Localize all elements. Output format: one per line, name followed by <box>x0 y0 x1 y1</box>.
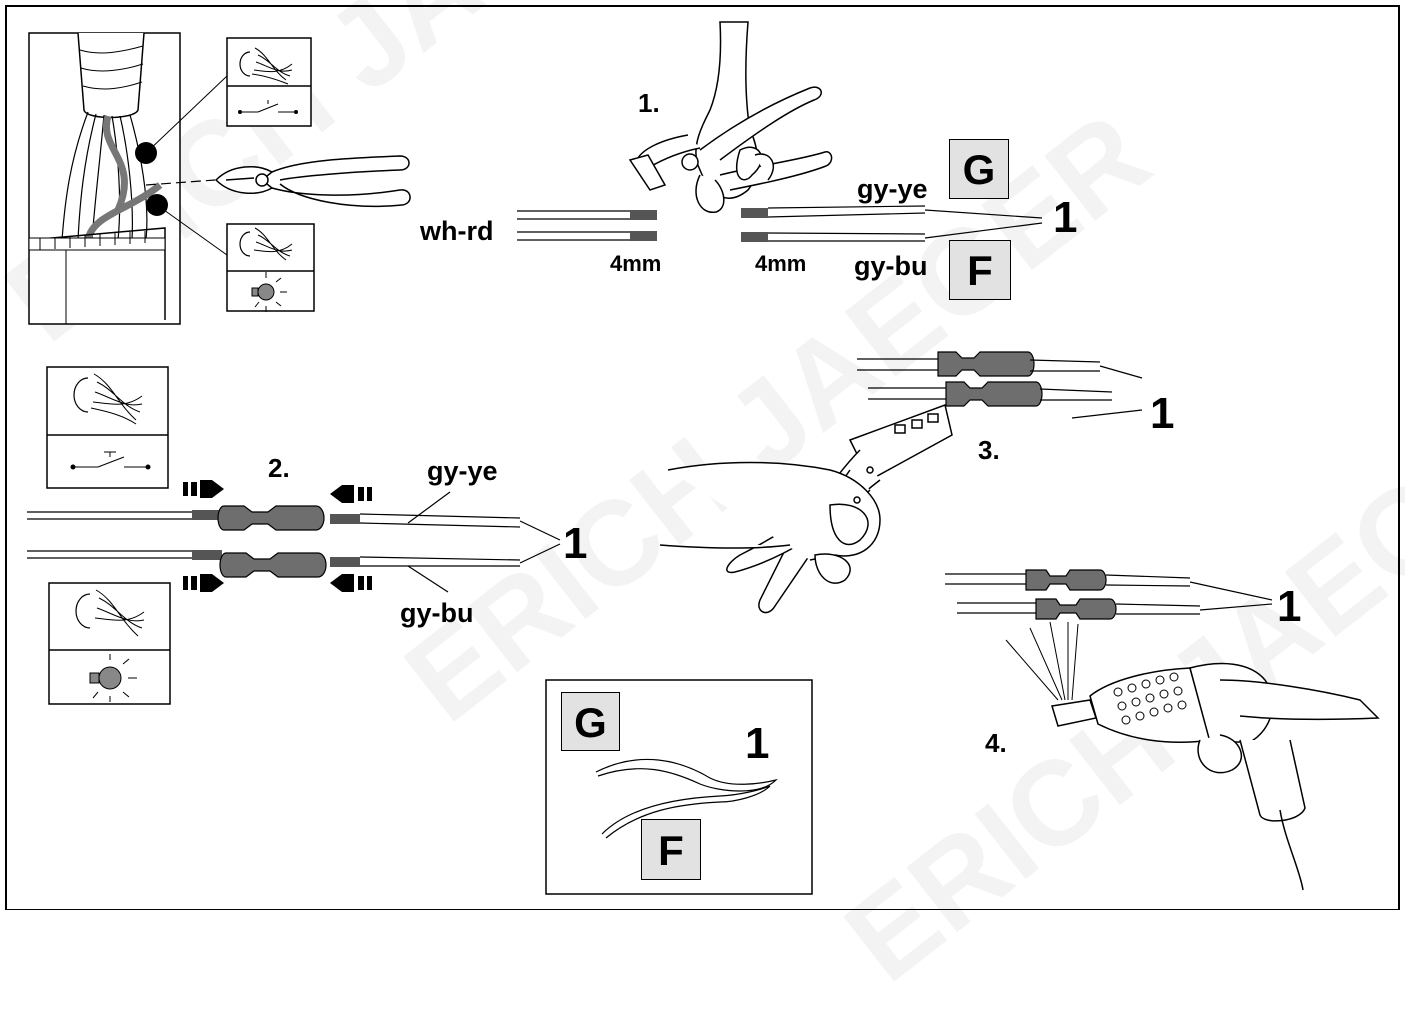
wire-label-whrd: wh-rd <box>420 216 494 246</box>
butt-connectors-step2 <box>27 491 561 593</box>
step-4-label: 4. <box>985 728 1007 758</box>
wire-label-gyye-mid: gy-ye <box>427 456 498 486</box>
step-2-label: 2. <box>268 453 290 483</box>
ref-number-step3: 1 <box>1150 389 1175 438</box>
ref-number-legend: 1 <box>745 719 770 768</box>
side-cutter-icon <box>214 155 411 208</box>
diagram-drawing <box>5 5 1400 910</box>
switch-symbol-icon <box>226 37 312 127</box>
box-f-legend: F <box>641 819 701 880</box>
strip-length-left: 4mm <box>610 251 662 276</box>
step-3-label: 3. <box>978 435 1000 465</box>
lamp-symbol-icon <box>48 582 171 705</box>
crimped-wires-step3 <box>857 351 1143 419</box>
lamp-symbol-icon <box>226 223 315 312</box>
arrow-left-icon <box>330 485 372 592</box>
wire-label-gybu-mid: gy-bu <box>400 598 474 628</box>
outer-frame <box>5 5 1400 910</box>
ref-number-top: 1 <box>1053 193 1078 242</box>
wire-label-gyye-top: gy-ye <box>857 174 928 204</box>
wire-label-gybu-top: gy-bu <box>854 251 928 281</box>
ref-number-mid: 1 <box>563 519 588 568</box>
step-1-label: 1. <box>638 88 660 118</box>
box-g-legend: G <box>561 692 620 751</box>
box-g-top: G <box>949 139 1009 199</box>
wire-stripper-icon <box>628 21 833 213</box>
stripped-wires-top <box>517 205 1043 242</box>
strip-length-right: 4mm <box>755 251 807 276</box>
switch-symbol-icon <box>46 366 169 489</box>
ref-number-step4: 1 <box>1277 582 1302 631</box>
cable-bundle-icon <box>28 32 228 325</box>
crimping-pliers-icon <box>659 404 953 614</box>
shrunk-wires-step4 <box>945 569 1273 620</box>
box-f-top: F <box>949 240 1011 300</box>
arrow-right-icon <box>183 480 224 592</box>
heat-gun-icon <box>1005 621 1380 891</box>
